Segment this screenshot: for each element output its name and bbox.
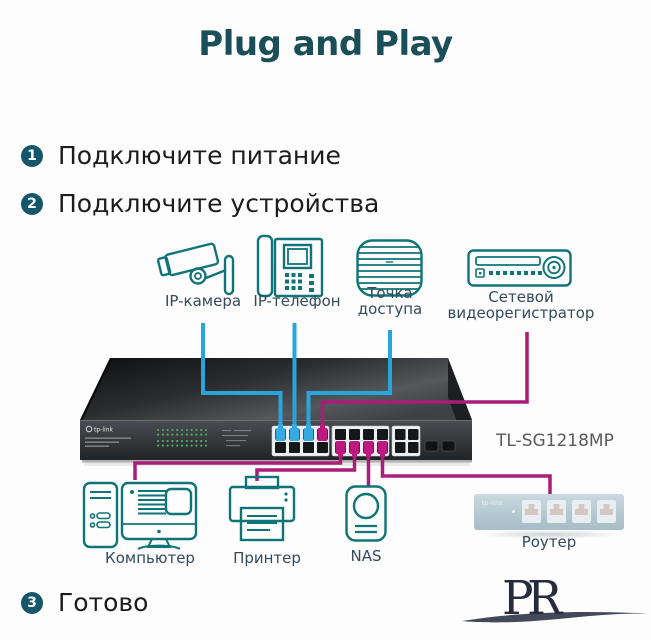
port-plugs: [275, 424, 388, 457]
nvr-vents: [489, 271, 542, 275]
port-block-1: [271, 425, 330, 457]
label-router: Роутер: [521, 533, 577, 551]
uplink-cables: [201, 323, 392, 430]
cable-camera-to-switch: [201, 323, 283, 430]
step-3-badge: 3: [21, 591, 43, 614]
switch-left-edge: [80, 358, 112, 421]
ip-camera-icon: [156, 242, 235, 296]
nvr-icon: [467, 249, 572, 287]
label-nas: NAS: [350, 547, 382, 565]
label-ip-phone: IP-телефон: [253, 292, 341, 310]
step-1: 1 Подключите питание: [21, 141, 341, 170]
step-1-badge: 1: [21, 144, 43, 167]
switch-brand-text: tp-link: [94, 427, 113, 434]
cable-switch-to-router: [380, 452, 552, 497]
step-2: 2 Подключите устройства: [21, 189, 379, 218]
router-reflection: [478, 530, 622, 539]
port-block-3: [391, 425, 421, 457]
router-led: [512, 510, 515, 513]
led-legend: [222, 430, 251, 447]
router-port: [572, 500, 591, 523]
step-1-label: Подключите питание: [58, 141, 341, 170]
label-printer: Принтер: [233, 549, 301, 567]
switch-brand-logo: tp-link: [85, 425, 113, 434]
router-photo: tp-link: [474, 494, 624, 530]
step-3-label: Готово: [58, 588, 149, 617]
computer-icon: [82, 481, 198, 550]
switch-model-label: TL-SG1218MP: [496, 431, 614, 451]
switch-front-printing: [85, 437, 131, 447]
poe-cables: [133, 332, 552, 497]
keypad-dots: [285, 273, 314, 292]
switch-device: tp-link: [80, 358, 472, 466]
router-port: [522, 500, 541, 523]
router-port: [547, 500, 566, 523]
access-point-icon: [356, 239, 423, 297]
label-access-point: Точка доступа: [357, 284, 423, 319]
ip-phone-icon: [256, 234, 324, 298]
step-2-badge: 2: [21, 192, 43, 215]
label-nvr: Сетевой видеорегистратор: [447, 288, 595, 323]
nas-icon: [345, 485, 387, 542]
watermark-logo: PR: [502, 571, 562, 626]
led-matrix: [156, 428, 208, 447]
label-computer: Компьютер: [105, 549, 195, 567]
cable-nvr-to-switch: [320, 332, 529, 430]
label-ip-camera: IP-камера: [164, 292, 242, 310]
switch-right-side: [448, 358, 472, 460]
router-brand-mark: tp-link: [482, 500, 504, 507]
router-port: [597, 500, 616, 523]
printer-icon: [228, 475, 296, 542]
cable-ap-to-switch: [306, 330, 392, 430]
switch-front-face: [80, 420, 472, 460]
page-title: Plug and Play: [198, 24, 453, 64]
step-2-label: Подключите устройства: [58, 189, 380, 218]
switch-top-panel: [80, 358, 472, 420]
sfp-slots: [424, 440, 456, 452]
step-3: 3 Готово: [21, 588, 148, 617]
switch-shadow: [82, 460, 472, 463]
port-block-2: [331, 425, 390, 457]
